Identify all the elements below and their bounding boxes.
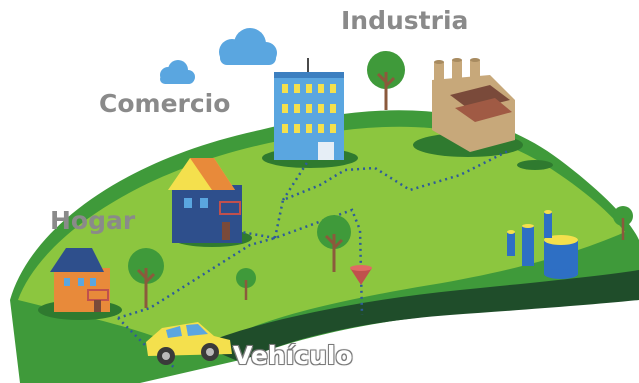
tree-icon	[613, 206, 633, 240]
meter-icon	[350, 265, 372, 285]
label-vehiculo: Vehículo	[233, 341, 353, 370]
tree-icon	[317, 215, 351, 272]
storage-tanks-icon	[507, 210, 578, 279]
label-comercio: Comercio	[99, 89, 231, 118]
label-industria: Industria	[341, 6, 469, 35]
label-hogar: Hogar	[50, 206, 136, 235]
car-icon	[146, 322, 232, 365]
tree-icon	[367, 51, 405, 110]
shadow	[517, 160, 553, 170]
house-small-icon	[50, 248, 110, 312]
road	[200, 270, 639, 362]
cloud-large	[219, 28, 277, 65]
tree-icon	[128, 248, 164, 308]
house-large-icon	[168, 158, 242, 243]
tree-icon	[236, 268, 256, 300]
commerce-building-icon	[274, 58, 344, 160]
cloud-small	[160, 60, 195, 84]
energy-network-lines	[117, 148, 511, 369]
factory-icon	[432, 58, 515, 152]
